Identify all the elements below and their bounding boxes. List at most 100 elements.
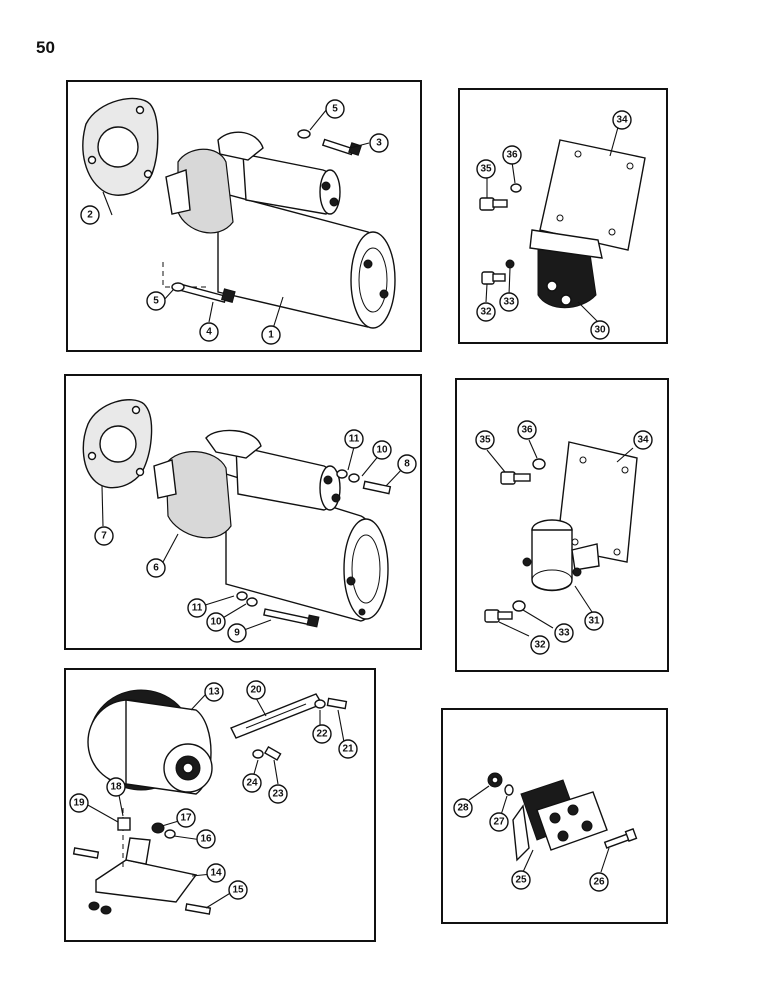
solenoid-panel-a: 34 35 36 32 33 30 xyxy=(458,88,668,344)
svg-text:19: 19 xyxy=(73,798,85,809)
callout-2: 2 xyxy=(80,205,100,225)
solenoid-diagram-a: 34 35 36 32 33 30 xyxy=(476,110,646,340)
starter-motor-panel-a: 5 3 2 5 4 1 xyxy=(66,80,422,352)
svg-text:8: 8 xyxy=(404,459,410,470)
callout-4: 4 xyxy=(199,322,219,342)
svg-text:25: 25 xyxy=(515,875,527,886)
svg-text:16: 16 xyxy=(200,834,212,845)
alternator-panel: 13 20 22 21 24 23 18 19 17 16 14 15 xyxy=(64,668,376,942)
svg-text:11: 11 xyxy=(192,603,203,614)
svg-text:36: 36 xyxy=(506,150,518,161)
callout-8: 8 xyxy=(397,454,417,474)
svg-text:18: 18 xyxy=(110,782,122,793)
callout-36: 36 xyxy=(517,420,537,440)
callout-34: 34 xyxy=(612,110,632,130)
callout-6: 6 xyxy=(146,558,166,578)
solenoid-body xyxy=(531,529,573,592)
svg-text:23: 23 xyxy=(272,789,284,800)
callout-33: 33 xyxy=(554,623,574,643)
svg-text:9: 9 xyxy=(234,628,240,639)
svg-text:5: 5 xyxy=(332,104,338,115)
svg-text:4: 4 xyxy=(206,327,212,338)
callout-1: 1 xyxy=(261,325,281,345)
svg-text:20: 20 xyxy=(250,685,262,696)
relay-diagram: 28 27 25 26 xyxy=(453,772,638,892)
callout-24: 24 xyxy=(242,773,262,793)
starter-motor-diagram-a: 5 3 2 5 4 1 xyxy=(80,97,396,345)
mounting-plate xyxy=(539,139,646,251)
svg-text:34: 34 xyxy=(637,435,649,446)
callout-32: 32 xyxy=(530,635,550,655)
svg-text:32: 32 xyxy=(534,640,546,651)
svg-text:2: 2 xyxy=(87,210,93,221)
svg-text:7: 7 xyxy=(101,531,107,542)
svg-text:14: 14 xyxy=(210,868,222,879)
callout-35: 35 xyxy=(476,159,496,179)
svg-text:3: 3 xyxy=(376,138,382,149)
mounting-bracket xyxy=(95,859,198,903)
callout-36: 36 xyxy=(502,145,522,165)
callout-32: 32 xyxy=(476,302,496,322)
svg-text:10: 10 xyxy=(376,445,388,456)
svg-text:5: 5 xyxy=(153,296,159,307)
svg-text:26: 26 xyxy=(593,877,605,888)
svg-text:35: 35 xyxy=(479,435,491,446)
callout-26: 26 xyxy=(589,872,609,892)
starter-motor-diagram-b: 11 10 8 7 6 11 10 9 xyxy=(82,399,417,643)
svg-text:22: 22 xyxy=(316,729,328,740)
callout-33: 33 xyxy=(499,292,519,312)
callout-16: 16 xyxy=(196,829,216,849)
callout-3: 3 xyxy=(369,133,389,153)
svg-text:6: 6 xyxy=(153,563,159,574)
svg-text:15: 15 xyxy=(232,885,244,896)
svg-text:34: 34 xyxy=(616,115,628,126)
page-number: 50 xyxy=(36,38,55,57)
svg-text:32: 32 xyxy=(480,307,492,318)
callout-9: 9 xyxy=(227,623,247,643)
callout-20: 20 xyxy=(246,680,266,700)
mounting-plate xyxy=(556,441,638,563)
svg-text:30: 30 xyxy=(594,325,606,336)
alternator-diagram: 13 20 22 21 24 23 18 19 17 16 14 15 xyxy=(69,680,358,915)
svg-text:13: 13 xyxy=(208,687,220,698)
svg-text:28: 28 xyxy=(457,803,469,814)
svg-text:33: 33 xyxy=(558,628,570,639)
svg-text:27: 27 xyxy=(493,817,505,828)
svg-text:31: 31 xyxy=(588,616,600,627)
svg-text:21: 21 xyxy=(342,744,354,755)
svg-text:33: 33 xyxy=(503,297,515,308)
callout-23: 23 xyxy=(268,784,288,804)
svg-text:11: 11 xyxy=(349,434,360,445)
callout-10-upper: 10 xyxy=(372,440,392,460)
callout-25: 25 xyxy=(511,870,531,890)
callout-27: 27 xyxy=(489,812,509,832)
callout-11-lower: 11 xyxy=(187,598,207,618)
callout-7: 7 xyxy=(94,526,114,546)
callout-28: 28 xyxy=(453,798,473,818)
callout-11-upper: 11 xyxy=(344,429,364,449)
relay-panel: 28 27 25 26 xyxy=(441,708,668,924)
callout-21: 21 xyxy=(338,739,358,759)
callout-13: 13 xyxy=(204,682,224,702)
callout-35: 35 xyxy=(475,430,495,450)
callout-18: 18 xyxy=(106,777,126,797)
callout-14: 14 xyxy=(206,863,226,883)
svg-text:1: 1 xyxy=(268,330,274,341)
starter-motor-panel-b: 11 10 8 7 6 11 10 9 xyxy=(64,374,422,650)
solenoid-diagram-b: 35 36 34 32 33 31 xyxy=(475,420,653,655)
callout-22: 22 xyxy=(312,724,332,744)
callout-15: 15 xyxy=(228,880,248,900)
callout-19: 19 xyxy=(69,793,89,813)
callout-30: 30 xyxy=(590,320,610,340)
svg-text:17: 17 xyxy=(180,813,192,824)
callout-5-upper: 5 xyxy=(325,99,345,119)
callout-34: 34 xyxy=(633,430,653,450)
callout-5-lower: 5 xyxy=(146,291,166,311)
svg-text:10: 10 xyxy=(210,617,222,628)
solenoid-panel-b: 35 36 34 32 33 31 xyxy=(455,378,669,672)
callout-17: 17 xyxy=(176,808,196,828)
svg-text:36: 36 xyxy=(521,425,533,436)
callout-31: 31 xyxy=(584,611,604,631)
svg-text:24: 24 xyxy=(246,778,258,789)
svg-text:35: 35 xyxy=(480,164,492,175)
